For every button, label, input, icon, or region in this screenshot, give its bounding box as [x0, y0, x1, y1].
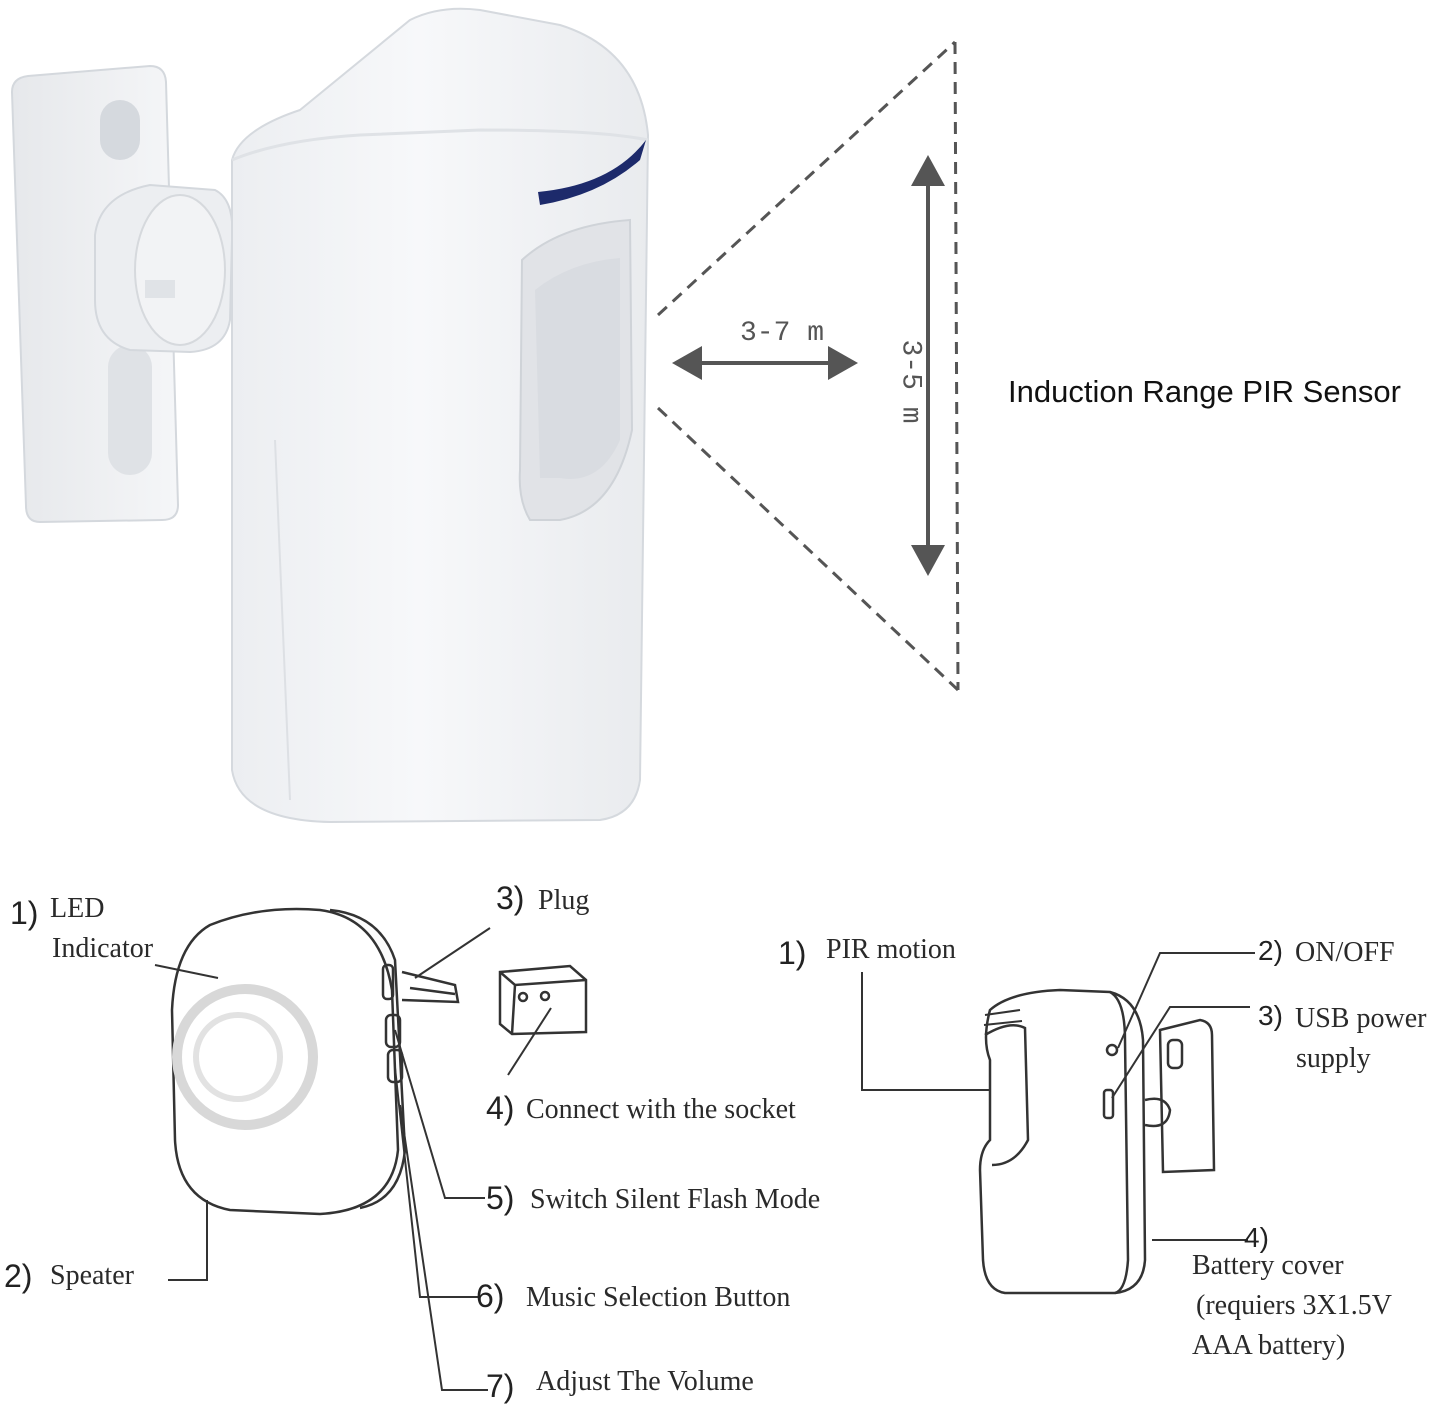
- music-label-number: 6): [476, 1278, 505, 1314]
- range-lower-dashed-edge: [656, 406, 960, 692]
- socket-box: [498, 964, 588, 1036]
- usb-label-number: 3): [1258, 1000, 1283, 1031]
- silent-mode-button-shape: [384, 1013, 402, 1049]
- battery-label-number: 4): [1244, 1222, 1269, 1253]
- volume-label-text: Adjust The Volume: [536, 1366, 754, 1397]
- socket-label-number: 4): [486, 1090, 515, 1126]
- plug-leader: [414, 927, 491, 979]
- speaker-label-number: 2): [4, 1258, 33, 1294]
- speaker-outer-ring: [172, 984, 318, 1130]
- silent-label-text: Switch Silent Flash Mode: [530, 1184, 821, 1215]
- onoff-label-number: 2): [1258, 935, 1283, 966]
- plug-label-number: 3): [496, 880, 525, 916]
- volume-label-number: 7): [486, 1368, 515, 1404]
- battery-label-line1: Battery cover: [1192, 1250, 1344, 1281]
- range-far-dashed-edge: [953, 41, 960, 691]
- horizontal-range-arrow: [672, 346, 858, 380]
- speaker-leader: [168, 1200, 208, 1281]
- silent-label-number: 5): [486, 1180, 515, 1216]
- led-dot-shape: [381, 963, 395, 1001]
- diagram-title: Induction Range PIR Sensor: [1008, 374, 1401, 409]
- music-label-text: Music Selection Button: [526, 1282, 791, 1313]
- led-label-line2: Indicator: [52, 933, 154, 964]
- sensor-side-body: [978, 988, 1147, 1295]
- swivel-joint: [94, 183, 234, 354]
- led-label-line1: LED: [50, 893, 105, 924]
- sensor-main-body: [231, 7, 650, 824]
- usb-leader: [1111, 1006, 1250, 1099]
- pir-label-text: PIR motion: [826, 934, 956, 965]
- sensor-side-bracket: [1144, 1018, 1216, 1174]
- socket-label-text: Connect with the socket: [526, 1094, 796, 1125]
- receiver-line-drawing: [154, 907, 588, 1391]
- socket-leader: [507, 1007, 552, 1076]
- receiver-front-face: [170, 907, 400, 1216]
- plug-label-text: Plug: [538, 885, 590, 916]
- pir-sensor-device-photo: [10, 7, 650, 824]
- induction-range-diagram: [656, 40, 960, 692]
- vertical-range-label: 3-5 m: [894, 339, 926, 424]
- speaker-inner-ring: [193, 1012, 283, 1102]
- range-upper-dashed-edge: [656, 40, 957, 317]
- pir-leader: [861, 972, 990, 1091]
- usb-port-shape: [1102, 1088, 1115, 1120]
- sensor-lens-outline: [984, 1023, 1030, 1167]
- onoff-label-text: ON/OFF: [1295, 937, 1395, 968]
- pir-label-number: 1): [778, 935, 807, 971]
- led-leader: [154, 964, 219, 979]
- sensor-side-line-drawing: [861, 952, 1255, 1295]
- plug-prongs: [401, 970, 460, 1004]
- silent-leader: [394, 1029, 485, 1199]
- music-leader: [394, 1067, 478, 1298]
- vertical-range-arrow: [911, 155, 945, 576]
- usb-label-line2: supply: [1296, 1043, 1371, 1074]
- battery-label-line2: (requiers 3X1.5V: [1196, 1290, 1392, 1321]
- music-button-shape: [386, 1048, 404, 1084]
- battery-label-line3: AAA battery): [1192, 1330, 1346, 1361]
- onoff-leader: [1117, 952, 1255, 1049]
- usb-label-line1: USB power: [1295, 1003, 1427, 1034]
- speaker-label-text: Speater: [50, 1260, 134, 1291]
- horizontal-range-label: 3-7 m: [740, 318, 825, 349]
- onoff-switch-shape: [1105, 1043, 1119, 1057]
- led-label-number: 1): [10, 895, 39, 931]
- blue-led-strip: [538, 140, 646, 205]
- volume-leader: [399, 1104, 488, 1391]
